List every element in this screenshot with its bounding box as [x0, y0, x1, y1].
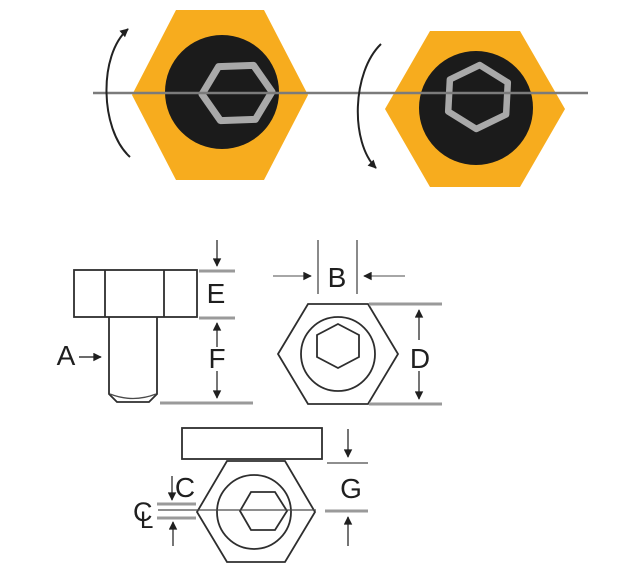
socket-hex-top-view [316, 322, 360, 370]
dimension-G: G [325, 429, 368, 546]
dim-label-e: E [207, 278, 226, 309]
head-bar-outline [181, 427, 323, 460]
dimension-E: E [199, 240, 235, 320]
counterclockwise-arrow [105, 28, 131, 158]
dimension-A: A [57, 340, 102, 371]
hex-outline-top-view [276, 303, 400, 405]
hex-socket-right [444, 61, 512, 133]
bolt-photo-left [132, 10, 308, 180]
dim-label-d: D [410, 343, 430, 374]
dim-label-g: G [340, 473, 362, 504]
bolt-bottom-view [158, 427, 323, 563]
centerline-symbol: C L [133, 497, 153, 534]
dimension-D: D [369, 302, 442, 406]
bolt-top-view [276, 303, 400, 405]
shank-chamfer-arc [109, 393, 157, 400]
shank-outline [108, 317, 158, 403]
dimension-B: B [273, 240, 405, 294]
dim-label-b: B [328, 262, 347, 293]
dim-label-c: C [175, 472, 195, 503]
dim-label-a: A [57, 340, 76, 371]
head-circle-top-view [300, 316, 376, 392]
clockwise-arrow [356, 43, 382, 169]
head-side-outline [73, 269, 198, 318]
hex-outline-bottom-view [195, 460, 317, 563]
dim-label-f: F [208, 343, 225, 374]
bolt-photo-right [385, 31, 565, 187]
socket-hex-bottom-view [238, 491, 289, 531]
dimension-C: C [157, 472, 196, 546]
centerline-symbol-c: C [133, 497, 153, 527]
centerline-symbol-l: L [140, 507, 153, 534]
bolt-side-view [73, 269, 198, 403]
dimension-F: F [160, 322, 253, 405]
head-circle-bottom-view [216, 474, 292, 550]
